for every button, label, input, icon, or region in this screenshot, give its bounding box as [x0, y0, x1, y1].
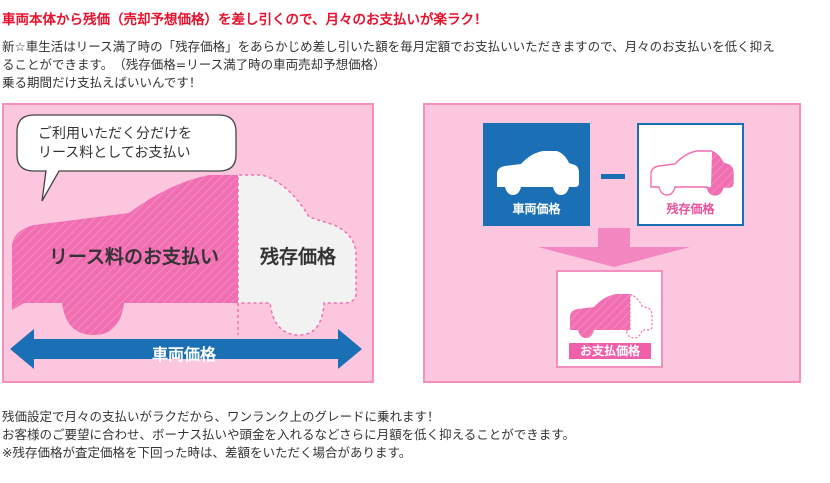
white-car-icon [497, 151, 579, 195]
bubble-text: ご利用いただく分だけを リース料としてお支払い [38, 125, 218, 163]
intro-line-2: ることができます。 （残存価格=リース満了時の車両売却予想価格） [2, 57, 386, 72]
down-arrow [538, 228, 690, 267]
bubble-line-1: ご利用いただく分だけを [38, 126, 192, 142]
speech-bubble [16, 114, 237, 202]
intro-line-1: 新☆車生活はリース満了時の「残存価格」をあらかじめ差し引いた額を毎月定額でお支払… [2, 39, 775, 54]
car-body-lease-part [12, 175, 238, 335]
residual-car-icon [650, 150, 734, 196]
vehicle-price-caption: 車両価格 [512, 202, 561, 216]
residual-value-label: 残存価格 [259, 246, 336, 268]
minus-sign [601, 174, 625, 179]
vehicle-price-label: 車両価格 [151, 345, 216, 364]
payment-car-icon [570, 293, 653, 339]
lease-payment-label: リース料のお支払い [48, 246, 220, 268]
lease-car-illustration [10, 114, 362, 369]
residual-value-caption: 残存価格 [666, 202, 715, 216]
car-body-residual-part [238, 174, 357, 336]
footer-line-1: 残価設定で月々の支払いがラクだから、ワンランク上のグレードに乗れます！ [2, 409, 440, 424]
vehicle-price-arrow [10, 329, 362, 369]
bubble-line-2: リース料としてお支払い [38, 145, 191, 161]
footer-text: 残価設定で月々の支払いがラクだから、ワンランク上のグレードに乗れます！ お客様の… [2, 408, 828, 462]
intro-text: 新☆車生活はリース満了時の「残存価格」をあらかじめ差し引いた額を毎月定額でお支払… [2, 38, 828, 92]
footer-line-3: ※残存価格が査定価格を下回った時は、差額をいただく場合があります。 [2, 445, 412, 460]
payment-price-caption: お支払価格 [569, 343, 651, 359]
headline: 車両本体から残価（売却予想価格）を差し引くので、月々のお支払いが楽ラク！ [2, 12, 488, 28]
intro-line-3: 乗る期間だけ支払えばいいんです！ [2, 75, 202, 90]
footer-line-2: お客様のご要望に合わせ、ボーナス払いや頭金を入れるなどさらに月額を低く抑えること… [2, 427, 576, 442]
lease-diagram-panel: ご利用いただく分だけを リース料としてお支払い リース料のお支払い 残存価格 車… [2, 103, 374, 383]
price-calculation-illustration [497, 150, 734, 339]
price-calculation-panel: 車両価格 残存価格 お支払価格 [423, 103, 801, 383]
